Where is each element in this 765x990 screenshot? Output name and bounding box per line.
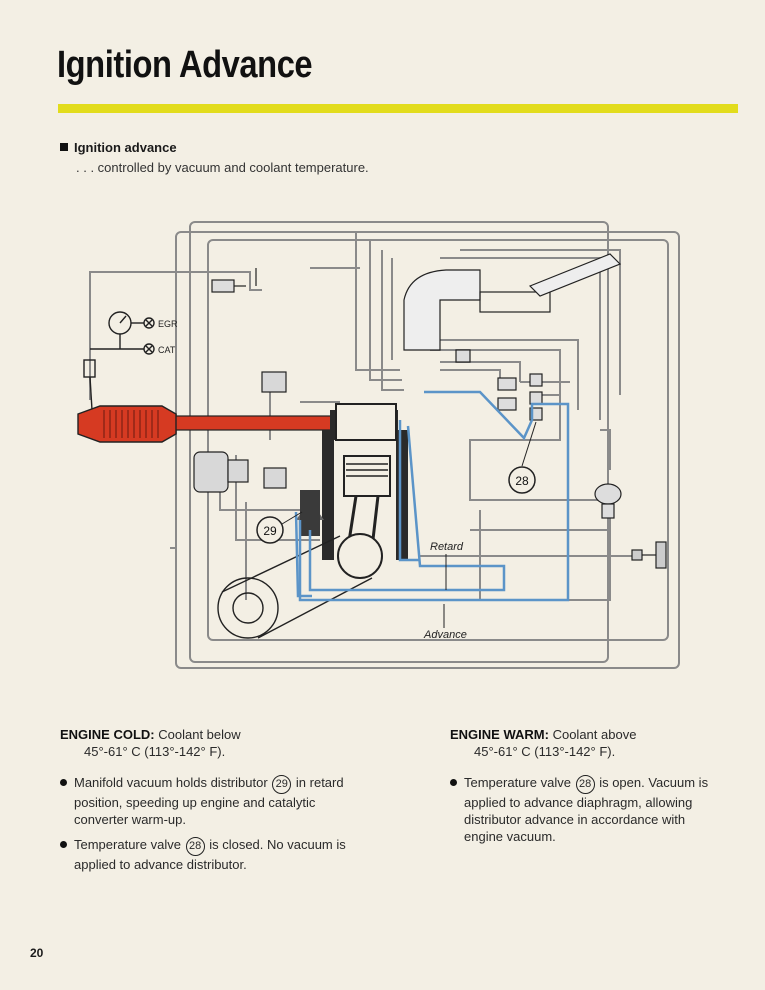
cat-label: CAT bbox=[158, 345, 176, 355]
section-subtitle: . . . controlled by vacuum and coolant t… bbox=[76, 160, 369, 175]
engine-cold-section: ENGINE COLD: Coolant below 45°-61° C (11… bbox=[60, 726, 350, 881]
temperature-valve bbox=[594, 483, 622, 519]
egr-lamp-icon bbox=[143, 317, 155, 329]
advance-retard-vacuum-lines bbox=[294, 390, 570, 602]
retard-label: Retard bbox=[430, 541, 464, 553]
section-heading: Ignition advance bbox=[60, 140, 177, 155]
engine-warm-section: ENGINE WARM: Coolant above 45°-61° C (11… bbox=[450, 726, 720, 853]
callout-29-ref: 29 bbox=[272, 775, 292, 794]
crankshaft bbox=[337, 533, 383, 579]
page-number: 20 bbox=[30, 946, 44, 960]
engine-warm-bullet-1: Temperature valve 28 is open. Vacuum is … bbox=[450, 774, 720, 845]
square-bullet-icon bbox=[60, 143, 68, 151]
vacuum-valve-cluster bbox=[455, 349, 543, 421]
warning-indicator-cluster bbox=[83, 311, 155, 411]
timing-belt bbox=[217, 535, 373, 639]
engine-cold-temp: 45°-61° C (113°-142° F). bbox=[84, 744, 226, 759]
callout-28-ref: 28 bbox=[185, 837, 205, 856]
egr-valve bbox=[193, 371, 287, 493]
advance-label: Advance bbox=[423, 629, 467, 641]
distributor bbox=[300, 490, 320, 536]
callout-28: 28 bbox=[508, 421, 537, 494]
vacuum-hose-network bbox=[89, 221, 680, 669]
section-heading-text: Ignition advance bbox=[74, 140, 177, 155]
engine-cold-bullet-1: Manifold vacuum holds distributor 29 in … bbox=[60, 774, 350, 828]
callout-28-label: 28 bbox=[515, 474, 529, 488]
coolant-sensor bbox=[211, 268, 257, 293]
callout-29-label: 29 bbox=[263, 524, 277, 538]
engine-cold-bullet-2: Temperature valve 28 is closed. No vacuu… bbox=[60, 836, 350, 873]
exhaust-system bbox=[77, 405, 363, 443]
catalytic-converter bbox=[77, 405, 177, 443]
resistor-icon bbox=[83, 359, 96, 378]
engine-warm-heading: ENGINE WARM: Coolant above bbox=[450, 727, 637, 742]
title-rule bbox=[58, 104, 738, 113]
callout-29: 29 bbox=[256, 511, 303, 544]
distributor-vacuum-diaphragm bbox=[631, 541, 667, 569]
egr-label: EGR bbox=[158, 319, 178, 329]
engine-warm-temp: 45°-61° C (113°-142° F). bbox=[474, 744, 616, 759]
engine-cold-heading: ENGINE COLD: Coolant below bbox=[60, 727, 241, 742]
air-intake bbox=[403, 253, 622, 351]
page-title: Ignition Advance bbox=[57, 44, 313, 86]
callout-28-ref: 28 bbox=[575, 775, 595, 794]
